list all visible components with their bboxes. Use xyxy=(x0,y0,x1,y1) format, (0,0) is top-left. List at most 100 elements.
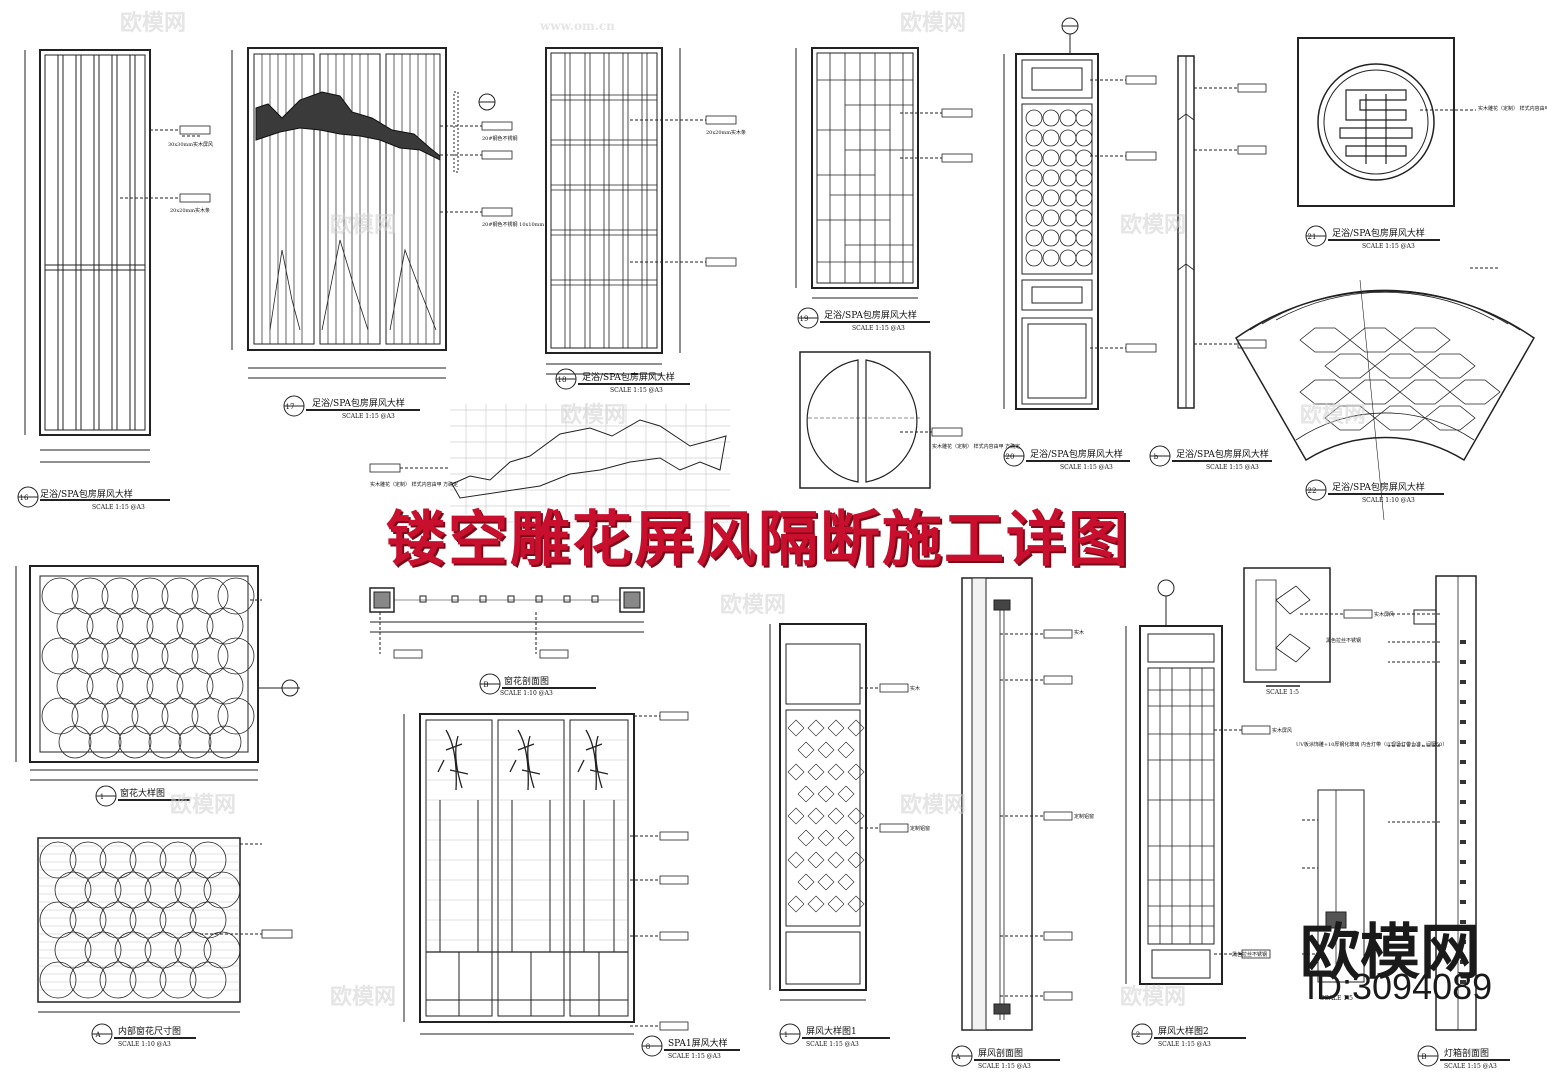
detail-21-number: 21 xyxy=(1308,233,1317,241)
lower-small-section-scale: SCALE 1:5 xyxy=(1320,995,1353,1002)
callout-steel-20: 20#钢色不锈钢 xyxy=(482,135,518,142)
detail-17-number: 17 xyxy=(286,403,295,411)
lightbox-section-drawing xyxy=(1388,575,1510,1067)
window-grille-drawing xyxy=(15,565,300,807)
screen-section-drawing xyxy=(951,577,1073,1067)
window-section-scale: SCALE 1:10 @A3 xyxy=(500,690,553,697)
watermark-logo: 欧模网 xyxy=(1120,212,1186,238)
detail-20-title: 足浴/SPA包房屏风大样 xyxy=(1030,448,1123,460)
detail-16-number: 16 xyxy=(20,494,29,502)
section-b-drawing xyxy=(1149,55,1272,467)
inner-window-drawing xyxy=(37,837,293,1045)
lightbox-section-scale: SCALE 1:15 @A3 xyxy=(1444,1063,1497,1070)
detail-17-drawing xyxy=(180,47,513,417)
watermark-logo: 欧模网 xyxy=(170,792,236,818)
small-section-scale: SCALE 1:5 xyxy=(1266,689,1299,696)
detail-19-drawing xyxy=(795,47,973,329)
screen-detail-2-scale: SCALE 1:15 @A3 xyxy=(1158,1041,1211,1048)
callout-custom-carving-circle: 实木雕花（定制） 样式内容由甲 方确定 xyxy=(932,443,1020,450)
detail-16-drawing xyxy=(17,49,211,508)
callout-solid-wood-section: 实木 xyxy=(1074,629,1084,636)
detail-18-number: 18 xyxy=(558,376,567,384)
callout-steel-10: 20#钢色不锈钢 10x10mm xyxy=(482,221,544,228)
callout-solid-wood-screen-2: 实木屏风 xyxy=(1272,727,1292,734)
detail-21-scale: SCALE 1:15 @A3 xyxy=(1362,243,1415,250)
detail-19-number: 19 xyxy=(800,315,809,323)
detail-17-title: 足浴/SPA包房屏风大样 xyxy=(312,397,405,409)
window-section-title: 窗花剖面图 xyxy=(504,675,549,687)
page-title: 镂空雕花屏风隔断施工详图 xyxy=(386,505,1130,575)
window-grille-title: 窗花大样图 xyxy=(120,787,165,799)
screen-detail-2-drawing xyxy=(1125,579,1271,1045)
watermark-logo: 欧模网 xyxy=(1300,402,1366,428)
watermark-logo: 欧模网 xyxy=(120,10,186,36)
screen-detail-1-number: 1 xyxy=(784,1031,788,1039)
detail-20-number: 20 xyxy=(1006,453,1015,461)
inner-window-scale: SCALE 1:10 @A3 xyxy=(118,1041,171,1048)
callout-wood-frame: 30x30mm实木屏风 xyxy=(168,141,213,148)
window-section-number: B xyxy=(483,681,488,689)
callout-solid-wood-screen: 实木屏风 xyxy=(1374,611,1394,618)
window-section-drawing xyxy=(369,587,645,695)
detail-21-drawing xyxy=(1297,37,1476,247)
lightbox-section-number: B xyxy=(1421,1053,1426,1061)
detail-17-scale: SCALE 1:15 @A3 xyxy=(342,413,395,420)
callout-mirror-steel-lightbox: 黑色拉丝不锈钢 xyxy=(1326,637,1361,644)
mountain-grid-drawing xyxy=(369,404,730,528)
callout-mirror-steel: 黑色拉丝不锈钢 xyxy=(1232,951,1267,958)
watermark-logo: 欧模网 xyxy=(330,212,396,238)
detail-19-scale: SCALE 1:15 @A3 xyxy=(852,325,905,332)
detail-20-scale: SCALE 1:15 @A3 xyxy=(1060,464,1113,471)
detail-20-drawing xyxy=(1003,17,1157,467)
section-b-scale: SCALE 1:15 @A3 xyxy=(1206,464,1259,471)
callout-custom-carving-21: 实木雕花（定制） 样式内容由甲 方确定 xyxy=(1478,105,1547,112)
watermark-logo: 欧模网 xyxy=(900,10,966,36)
section-b-title: 足浴/SPA包房屏风大样 xyxy=(1176,448,1269,460)
detail-22-title: 足浴/SPA包房屏风大样 xyxy=(1332,481,1425,493)
watermark-url: www.om.cn xyxy=(539,19,615,33)
screen-detail-2-title: 屏风大样图2 xyxy=(1158,1025,1209,1037)
small-section-drawing xyxy=(1243,567,1373,687)
detail-21-title: 足浴/SPA包房屏风大样 xyxy=(1332,227,1425,239)
inner-window-number: A xyxy=(94,1031,101,1039)
watermark-logo: 欧模网 xyxy=(330,984,396,1010)
detail-8-scale: SCALE 1:15 @A3 xyxy=(668,1053,721,1060)
inner-window-title: 内部窗花尺寸图 xyxy=(118,1025,181,1037)
brand-name: 欧模网 xyxy=(1300,918,1480,988)
screen-detail-2-number: 2 xyxy=(1136,1031,1140,1039)
screen-section-title: 屏风剖面图 xyxy=(978,1047,1023,1059)
detail-18-title: 足浴/SPA包房屏风大样 xyxy=(582,371,675,383)
window-grille-number: 1 xyxy=(100,793,104,801)
callout-wood-bar: 20x20mm实木条 xyxy=(170,207,210,214)
watermark-logo: 欧模网 xyxy=(720,592,786,618)
detail-18-drawing xyxy=(545,47,737,390)
callout-custom-grille: 定制铝窗 xyxy=(910,825,930,832)
detail-19-title: 足浴/SPA包房屏风大样 xyxy=(824,309,917,321)
watermark-logo: 欧模网 xyxy=(560,402,626,428)
callout-custom-carving: 实木雕花（定制） 样式内容由甲 方确定 xyxy=(370,481,458,488)
callout-wood-bar-18: 20x20mm实木条 xyxy=(706,129,746,136)
watermark-logo: 欧模网 xyxy=(900,792,966,818)
detail-22-number: 22 xyxy=(1308,487,1317,495)
detail-16-scale: SCALE 1:15 @A3 xyxy=(92,504,145,511)
circle-panel-drawing xyxy=(799,351,963,489)
detail-8-number: 8 xyxy=(646,1043,650,1051)
detail-8-drawing xyxy=(403,711,740,1057)
detail-18-scale: SCALE 1:15 @A3 xyxy=(610,387,663,394)
screen-section-scale: SCALE 1:15 @A3 xyxy=(978,1063,1031,1070)
callout-custom-grille-section: 定制铝窗 xyxy=(1074,813,1094,820)
detail-8-title: SPA1屏风大样 xyxy=(668,1037,728,1049)
callout-uv-board: UV板涂饰雕+10厚钢化玻璃 内含灯带（以现场灯带为准，间隔50） xyxy=(1296,741,1447,748)
screen-detail-1-title: 屏风大样图1 xyxy=(806,1025,857,1037)
lower-small-section-drawing xyxy=(1302,789,1365,983)
brand-id: ID:3094089 xyxy=(1306,966,1493,1007)
watermark-logo: 欧模网 xyxy=(1120,984,1186,1010)
detail-22-scale: SCALE 1:10 @A3 xyxy=(1362,497,1415,504)
section-b-number: b xyxy=(1154,453,1159,461)
screen-detail-1-drawing xyxy=(769,623,909,1045)
detail-16-title: 足浴/SPA包房屏风大样 xyxy=(40,488,133,500)
detail-22-drawing xyxy=(1235,267,1535,521)
screen-detail-1-scale: SCALE 1:15 @A3 xyxy=(806,1041,859,1048)
lightbox-section-title: 灯箱剖面图 xyxy=(1444,1047,1489,1059)
